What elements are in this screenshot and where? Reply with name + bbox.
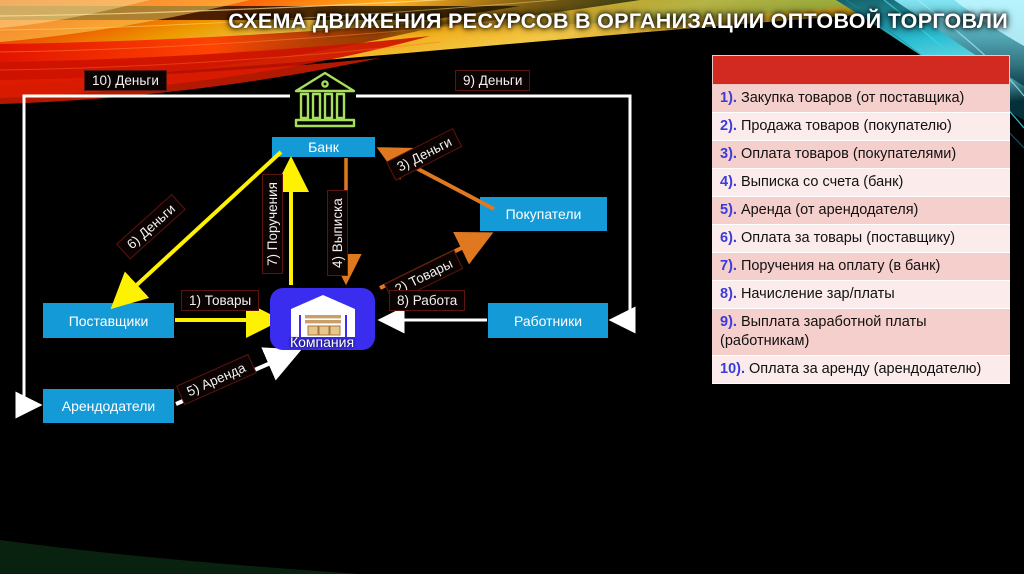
legend-item: 6). Оплата за товары (поставщику) (712, 225, 1010, 253)
legend-item-text: Аренда (от арендодателя) (736, 202, 919, 218)
legend-item-text: Выплата заработной платы (работникам) (720, 314, 927, 349)
legend-item: 1). Закупка товаров (от поставщика) (712, 85, 1010, 113)
edge-label-9: 9) Деньги (455, 70, 531, 91)
legend-item-number: 1). (720, 90, 737, 106)
legend-item-text: Оплата за товары (поставщику) (736, 230, 956, 246)
legend-item: 5). Аренда (от арендодателя) (712, 197, 1010, 225)
legend-list: 1). Закупка товаров (от поставщика)2). П… (712, 85, 1010, 384)
legend-item-text: Выписка со счета (банк) (736, 174, 904, 190)
legend-item: 10). Оплата за аренду (арендодателю) (712, 356, 1010, 384)
legend-item: 9). Выплата заработной платы (работникам… (712, 309, 1010, 356)
legend-item-text: Продажа товаров (покупателю) (736, 118, 952, 134)
legend-item-number: 6). (720, 230, 737, 246)
legend-item-number: 3). (720, 146, 737, 162)
legend-item: 7). Поручения на оплату (в банк) (712, 253, 1010, 281)
edge-label-8: 8) Работа (389, 290, 466, 311)
legend-item-number: 10). (720, 361, 745, 377)
edge-label-4: 4) Выписка (327, 190, 348, 276)
legend-item-number: 8). (720, 286, 737, 302)
legend-item: 3). Оплата товаров (покупателями) (712, 141, 1010, 169)
legend-item: 2). Продажа товаров (покупателю) (712, 113, 1010, 141)
legend-panel-header (712, 55, 1010, 85)
edge-label-7: 7) Поручения (262, 174, 283, 274)
legend-item-text: Оплата товаров (покупателями) (736, 146, 957, 162)
legend-item: 4). Выписка со счета (банк) (712, 169, 1010, 197)
edge-label-1: 1) Товары (181, 290, 260, 311)
legend-panel: 1). Закупка товаров (от поставщика)2). П… (712, 55, 1010, 384)
legend-item-text: Закупка товаров (от поставщика) (736, 90, 965, 106)
bank-building-icon (294, 71, 356, 128)
legend-item-number: 2). (720, 118, 737, 134)
legend-item-number: 5). (720, 202, 737, 218)
edge-label-10: 10) Деньги (84, 70, 167, 91)
node-company-label: Компания (289, 334, 355, 350)
legend-item-number: 9). (720, 314, 737, 330)
page-title: СХЕМА ДВИЖЕНИЯ РЕСУРСОВ В ОРГАНИЗАЦИИ ОП… (228, 9, 1008, 33)
resource-flow-diagram: Компания Банк Поставщики Арендодатели По… (15, 70, 636, 423)
legend-item-number: 4). (720, 174, 737, 190)
legend-item-text: Оплата за аренду (арендодателю) (745, 361, 982, 377)
legend-item-text: Начисление зар/платы (736, 286, 895, 302)
legend-item-text: Поручения на оплату (в банк) (736, 258, 941, 274)
warehouse-icon (291, 295, 355, 337)
legend-item-number: 7). (720, 258, 737, 274)
legend-item: 8). Начисление зар/платы (712, 281, 1010, 309)
